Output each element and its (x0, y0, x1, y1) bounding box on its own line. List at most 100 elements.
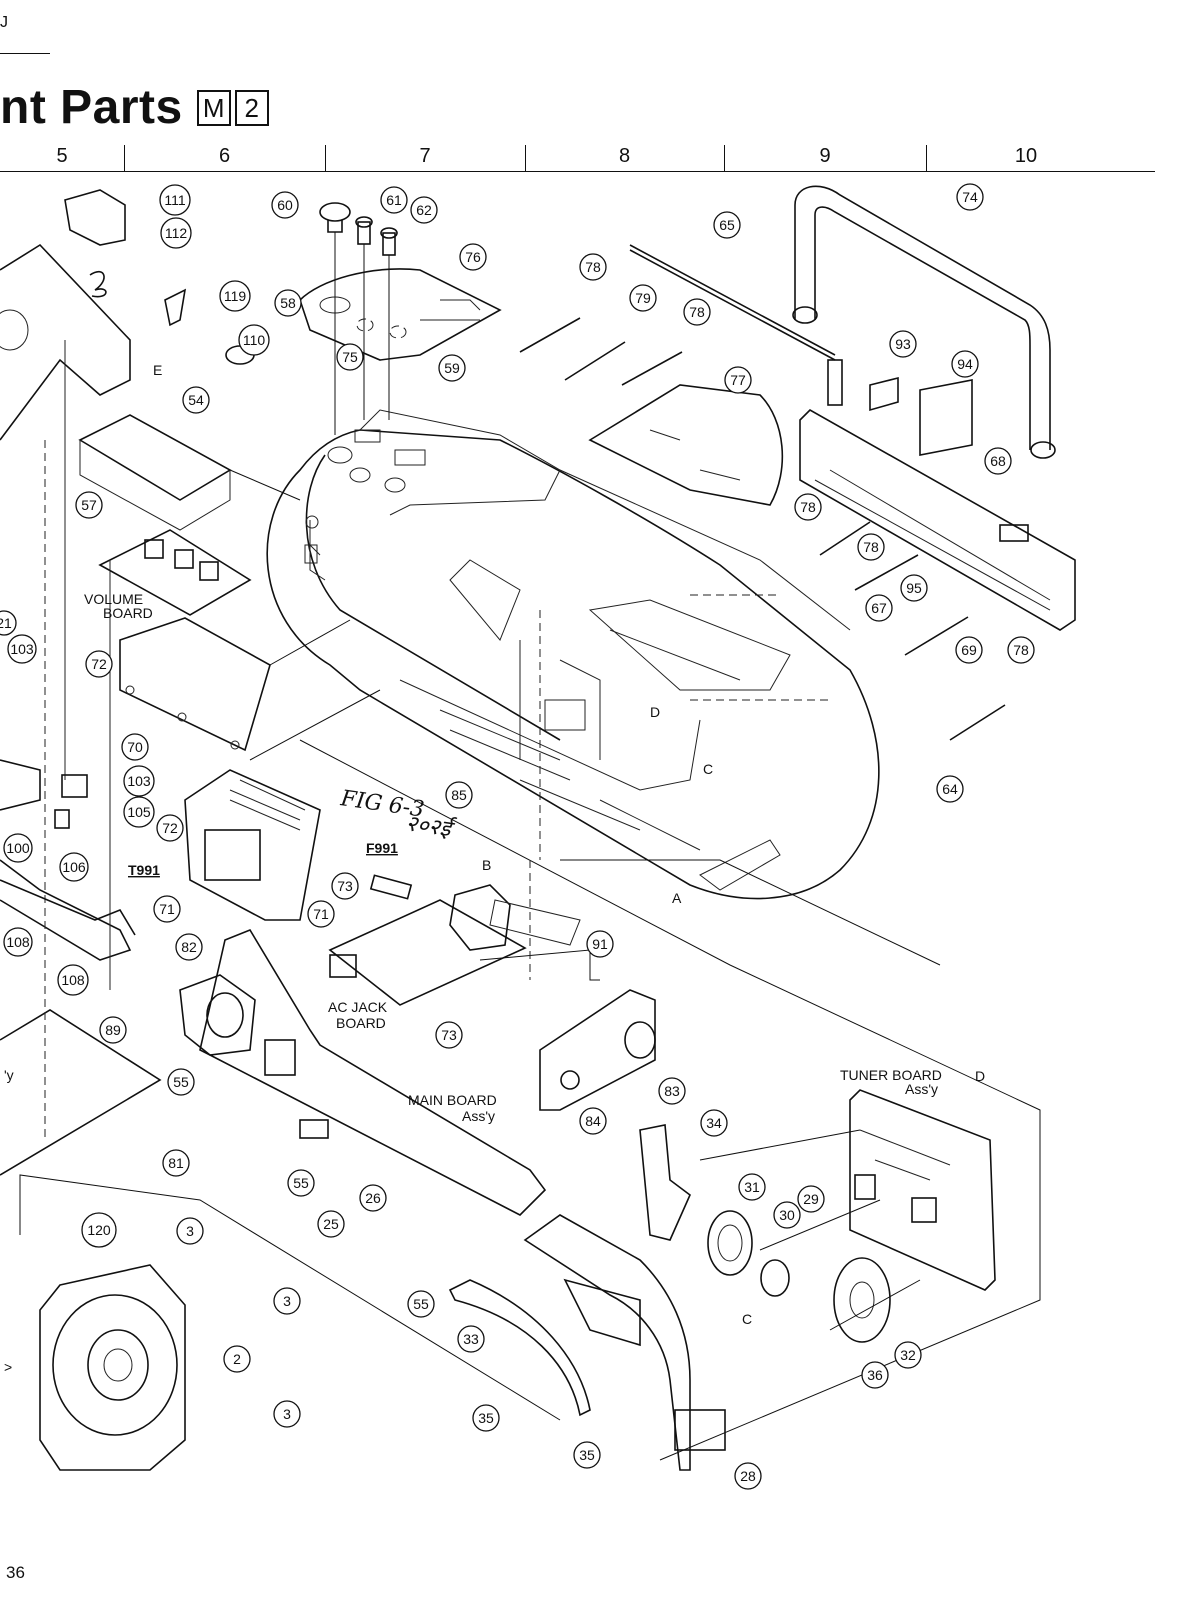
callout: 59 (438, 354, 466, 382)
callout: 108 (3, 927, 33, 957)
tuner-board (849, 1089, 996, 1291)
callout-label: 83 (664, 1083, 680, 1099)
grid-column-8: 8 (618, 145, 631, 167)
callout: 28 (734, 1462, 762, 1490)
callout-label: 3 (283, 1406, 291, 1422)
callout: 91 (586, 930, 614, 958)
corner-rule (0, 53, 50, 54)
callout-label: 78 (800, 499, 816, 515)
callout: 34 (700, 1109, 728, 1137)
tuner-board-label: Ass'y (905, 1081, 938, 1097)
callout: 62 (410, 196, 438, 224)
callout: 103 (123, 765, 155, 797)
callout-label: 78 (689, 304, 705, 320)
callout: 65 (713, 211, 741, 239)
callout-label: 68 (990, 453, 1006, 469)
callout: 77 (724, 366, 752, 394)
callout-label: 94 (957, 356, 973, 372)
callout-label: 34 (706, 1115, 722, 1131)
callout-label: 81 (168, 1155, 184, 1171)
grid-column-10: 10 (1014, 145, 1038, 167)
callout-label: 73 (337, 878, 353, 894)
callout-label: 71 (313, 906, 329, 922)
callout: 69 (955, 636, 983, 664)
label-plates (869, 376, 973, 456)
callout: 106 (59, 852, 89, 882)
callout: 25 (317, 1210, 345, 1238)
callout: 55 (287, 1169, 315, 1197)
exploded-view-diagram: 111 112 119 110 60 61 62 76 78 79 78 65 … (0, 183, 1076, 1490)
callout-label: 78 (863, 539, 879, 555)
callout-label: 61 (386, 192, 402, 208)
callout: 70 (121, 733, 149, 761)
callout-label: 35 (579, 1447, 595, 1463)
point-label: B (482, 857, 491, 873)
callout-label: 111 (164, 192, 185, 208)
callout-label: 71 (159, 901, 175, 917)
callout-label: 3 (283, 1293, 291, 1309)
point-label: D (650, 704, 660, 720)
callout-label: 55 (293, 1175, 309, 1191)
grid-divider (525, 145, 526, 171)
callout-label: 60 (277, 197, 293, 213)
corner-mark: J (0, 14, 8, 31)
callout: 58 (274, 289, 302, 317)
callout: 78 (683, 298, 711, 326)
callout-label: 78 (585, 259, 601, 275)
callout-label: 73 (441, 1027, 457, 1043)
callout-label: 76 (465, 249, 481, 265)
callout-label: 105 (127, 804, 151, 820)
callout-label: 85 (451, 787, 467, 803)
callout-label: 55 (173, 1074, 189, 1090)
callout: 111 (159, 184, 191, 216)
callout: 82 (175, 933, 203, 961)
ac-jack-board-label: AC JACK (328, 999, 388, 1015)
top-panel (299, 268, 502, 361)
callout-label: 74 (962, 189, 978, 205)
callout-label: 75 (342, 349, 358, 365)
callout: 74 (956, 183, 984, 211)
callout-label: 35 (478, 1410, 494, 1426)
callout: 3 (273, 1400, 301, 1428)
cabinet-body (266, 409, 880, 900)
callout-label: 72 (91, 656, 107, 672)
callout: 76 (459, 243, 487, 271)
point-label: D (975, 1068, 985, 1084)
tuner-board-label: TUNER BOARD (840, 1067, 942, 1083)
callout-label: 25 (323, 1216, 339, 1232)
callout: 31 (738, 1173, 766, 1201)
callout: 94 (951, 350, 979, 378)
callout-label: 112 (165, 225, 188, 241)
grid-divider (124, 145, 125, 171)
callout: 78 (1007, 636, 1035, 664)
page-number: 36 (6, 1563, 25, 1582)
callout: 33 (457, 1325, 485, 1353)
callout-label: 103 (127, 773, 151, 789)
callout-label: 62 (416, 202, 432, 218)
callout: 55 (407, 1290, 435, 1318)
callout: 2 (223, 1345, 251, 1373)
callout: 57 (75, 491, 103, 519)
callout: 3 (176, 1217, 204, 1245)
callout-label: 100 (6, 840, 30, 856)
callout: 78 (579, 253, 607, 281)
callout-label: 26 (365, 1190, 381, 1206)
callouts: 111 112 119 110 60 61 62 76 78 79 78 65 … (0, 183, 1035, 1490)
bracket (119, 617, 271, 752)
callout-label: 110 (243, 332, 266, 348)
callout: 68 (984, 447, 1012, 475)
callout: 73 (435, 1021, 463, 1049)
grid-column-bar: 5 6 7 8 9 10 (0, 145, 1155, 172)
callout-label: 82 (181, 939, 197, 955)
callout: 100 (3, 833, 33, 863)
t991-label: T991 (128, 862, 160, 878)
callout-label: 59 (444, 360, 460, 376)
volume-board (78, 414, 252, 616)
grid-column-7: 7 (419, 145, 431, 167)
callout-label: 3 (186, 1223, 194, 1239)
callout: 35 (573, 1441, 601, 1469)
callout-label: 78 (1013, 642, 1029, 658)
callout: 67 (865, 594, 893, 622)
grid-divider (325, 145, 326, 171)
